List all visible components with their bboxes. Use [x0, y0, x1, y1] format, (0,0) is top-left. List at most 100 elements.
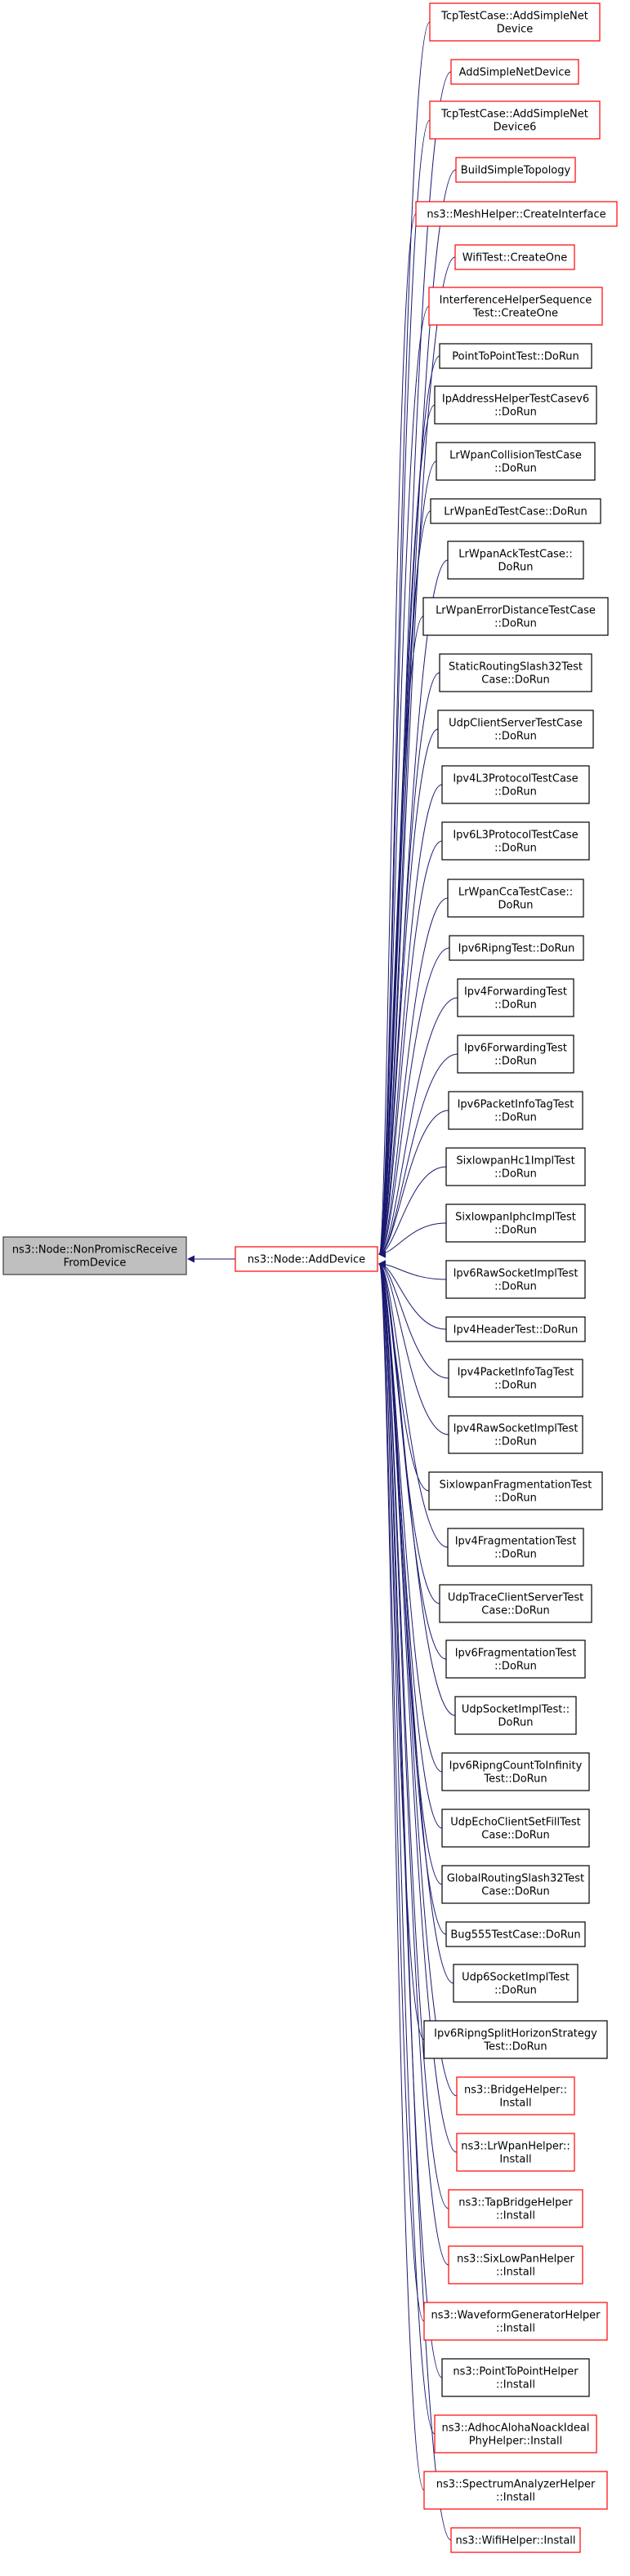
caller-node[interactable]: Ipv4ForwardingTest::DoRun [457, 978, 574, 1017]
caller-node-label: UdpClientServerTestCase [449, 718, 583, 730]
caller-node-label: ns3::AdhocAlohaNoackIdeal [442, 2423, 590, 2435]
caller-node[interactable]: SixlowpanHc1ImplTest::DoRun [445, 1147, 586, 1186]
caller-node[interactable]: ns3::PointToPointHelper::Install [441, 2358, 590, 2397]
caller-node[interactable]: LrWpanAckTestCase::DoRun [447, 541, 584, 580]
caller-node-label: UdpEchoClientSetFillTest [450, 1817, 581, 1829]
caller-node[interactable]: PointToPointTest::DoRun [439, 343, 592, 369]
call-edge [378, 1260, 447, 1330]
caller-node-label: TcpTestCase::AddSimpleNet [440, 109, 588, 121]
caller-node-label: ns3::LrWpanHelper:: [461, 2141, 570, 2153]
caller-node[interactable]: Ipv4L3ProtocolTestCase::DoRun [441, 765, 590, 804]
caller-node-label: ::Install [496, 2492, 535, 2504]
caller-node-label: ::DoRun [494, 1112, 537, 1124]
caller-node-label: Udp6SocketImplTest [462, 1972, 570, 1984]
caller-node[interactable]: Ipv4HeaderTest::DoRun [445, 1316, 586, 1342]
caller-node[interactable]: ns3::WifiHelper::Install [450, 2527, 581, 2553]
caller-node-label: UdpSocketImplTest:: [462, 1704, 570, 1716]
call-edge [378, 1260, 449, 1435]
caller-node-label: LrWpanEdTestCase::DoRun [444, 506, 587, 518]
caller-node-label: TcpTestCase::AddSimpleNet [440, 11, 588, 23]
caller-node[interactable]: Ipv4RawSocketImplTest::DoRun [448, 1415, 583, 1454]
caller-node[interactable]: ns3::SpectrumAnalyzerHelper::Install [423, 2471, 608, 2510]
caller-node-label: ::Install [496, 2210, 535, 2222]
caller-node-label: Ipv6RipngTest::DoRun [458, 943, 575, 955]
caller-node[interactable]: LrWpanCcaTestCase::DoRun [447, 879, 584, 918]
call-edge [378, 840, 443, 1258]
caller-node-label: WifiTest::CreateOne [462, 252, 567, 265]
caller-node[interactable]: Bug555TestCase::DoRun [445, 1921, 586, 1947]
caller-node-label: ns3::WifiHelper::Install [455, 2535, 575, 2547]
caller-node[interactable]: ns3::WaveformGeneratorHelper::Install [423, 2302, 608, 2341]
caller-node[interactable]: Ipv6RipngTest::DoRun [449, 935, 584, 961]
caller-node[interactable]: Ipv6ForwardingTest::DoRun [457, 1034, 574, 1074]
caller-node[interactable]: ns3::BridgeHelper::Install [456, 2076, 575, 2116]
call-edge [378, 616, 424, 1258]
caller-node[interactable]: ns3::MeshHelper::CreateInterface [415, 201, 618, 227]
caller-node[interactable]: ns3::TapBridgeHelper::Install [448, 2189, 583, 2228]
caller-node[interactable]: Ipv6FragmentationTest::DoRun [445, 1639, 586, 1679]
caller-node[interactable]: ns3::SixLowPanHelper::Install [448, 2245, 583, 2285]
caller-node-label: Bug555TestCase::DoRun [450, 1929, 580, 1942]
caller-node[interactable]: UdpClientServerTestCase::DoRun [437, 710, 594, 749]
caller-node-label: Install [499, 2098, 531, 2110]
caller-node[interactable]: BuildSimpleTopology [455, 157, 576, 183]
caller-node-label: ns3::SpectrumAnalyzerHelper [436, 2479, 596, 2491]
caller-node-label: Install [499, 2154, 531, 2166]
caller-node-label: ns3::MeshHelper::CreateInterface [427, 209, 605, 221]
caller-node-label: ::Install [496, 2379, 535, 2391]
call-edge [378, 1260, 449, 1379]
caller-node[interactable]: WifiTest::CreateOne [454, 244, 575, 270]
caller-node[interactable]: LrWpanCollisionTestCase::DoRun [436, 442, 596, 481]
caller-node[interactable]: ns3::AdhocAlohaNoackIdealPhyHelper::Inst… [434, 2414, 597, 2454]
caller-node[interactable]: UdpSocketImplTest::DoRun [454, 1696, 577, 1735]
caller-node-label: ns3::SixLowPanHelper [457, 2253, 574, 2266]
caller-node[interactable]: AddSimpleNetDevice [450, 59, 579, 85]
center-node[interactable]: ns3::Node::AddDevice [235, 1246, 378, 1272]
call-edge [378, 1260, 456, 1716]
call-edge [378, 213, 417, 1257]
call-edge [378, 947, 450, 1258]
caller-node[interactable]: Ipv6L3ProtocolTestCase::DoRun [441, 821, 590, 861]
call-edge [378, 1260, 447, 1660]
caller-node-label: GlobalRoutingSlash32Test [447, 1873, 584, 1885]
call-edge [378, 1053, 458, 1258]
center-node-label: ns3::Node::AddDevice [248, 1254, 365, 1266]
caller-node-label: UdpTraceClientServerTest [448, 1592, 583, 1604]
caller-node[interactable]: Ipv4PacketInfoTagTest::DoRun [448, 1359, 583, 1398]
caller-node-label: IpAddressHelperTestCasev6 [442, 394, 589, 406]
caller-node[interactable]: LrWpanErrorDistanceTestCase::DoRun [422, 597, 609, 636]
caller-node-label: Ipv4ForwardingTest [464, 986, 567, 999]
caller-node-label: Test::DoRun [483, 2041, 547, 2053]
caller-node[interactable]: Ipv4FragmentationTest::DoRun [447, 1528, 584, 1567]
caller-node-label: Case::DoRun [481, 1830, 549, 1842]
caller-node[interactable]: ns3::LrWpanHelper::Install [456, 2133, 575, 2172]
caller-node-label: DoRun [498, 900, 534, 912]
caller-node[interactable]: InterferenceHelperSequenceTest::CreateOn… [428, 287, 603, 326]
caller-node-label: ::DoRun [494, 1168, 537, 1181]
caller-node[interactable]: TcpTestCase::AddSimpleNetDevice [429, 2, 601, 42]
caller-node-label: ::DoRun [494, 1549, 537, 1561]
caller-node-label: Ipv6RipngCountToInfinity [449, 1760, 583, 1773]
caller-node-label: ::Install [496, 2267, 535, 2279]
caller-node-label: ::DoRun [494, 1281, 537, 1293]
caller-node-label: ::DoRun [494, 999, 537, 1012]
caller-node[interactable]: LrWpanEdTestCase::DoRun [430, 498, 601, 524]
caller-node-label: PhyHelper::Install [469, 2436, 562, 2448]
caller-node-label: Test::CreateOne [472, 308, 558, 320]
caller-node[interactable]: SixlowpanIphcImplTest::DoRun [445, 1203, 586, 1243]
caller-node[interactable]: Ipv6PacketInfoTagTest::DoRun [448, 1091, 583, 1130]
caller-node[interactable]: Ipv6RawSocketImplTest::DoRun [445, 1260, 586, 1299]
caller-node[interactable]: IpAddressHelperTestCasev6::DoRun [434, 385, 597, 425]
caller-node[interactable]: Udp6SocketImplTest::DoRun [453, 1964, 579, 2003]
call-edge [378, 997, 458, 1258]
call-edge [378, 1260, 458, 2153]
caller-node[interactable]: SixlowpanFragmentationTest::DoRun [428, 1471, 603, 1510]
